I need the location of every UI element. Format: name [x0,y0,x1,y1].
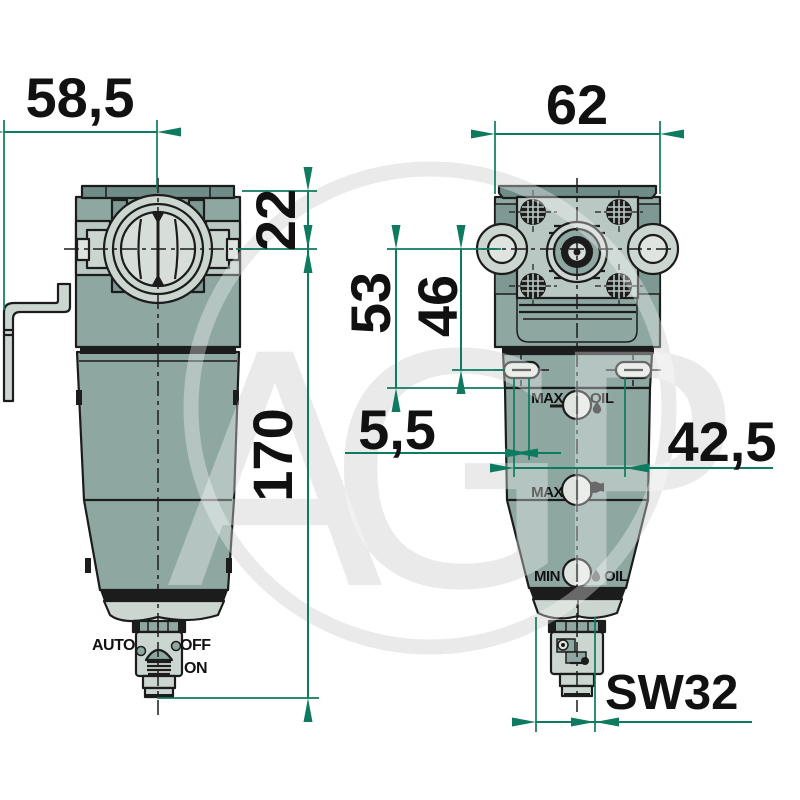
dim-text: SW32 [605,666,738,720]
drain-on-label: ON [184,660,207,677]
oil-drop-icon [592,401,602,414]
dim-text: 62 [546,73,608,136]
dimension-53: 53 [339,225,504,412]
drain-auto-label: AUTO [92,637,135,654]
dim-text: 46 [406,275,469,337]
oil-top-label: OIL [590,390,614,407]
mounting-bracket [2,282,72,403]
screw-icon [595,264,643,308]
screw-icon [509,190,557,234]
bowl-clip [226,558,232,573]
mounting-slot-right [606,354,661,386]
dimension-46: 46 [406,225,505,394]
side-view: AUTO OFF ON [2,178,252,716]
head-bowl-joint-front [502,347,654,354]
oil-bottom-label: OIL [604,568,628,585]
drain-off-label: OFF [180,637,211,654]
watermark-letter: G [326,289,574,661]
max-oil-label: MAX [531,390,563,407]
max-label: MAX [531,484,563,501]
drain-valve-side [134,630,184,699]
front-view: MAX OIL MAX MIN OIL [475,178,680,712]
min-label: MIN [534,568,560,585]
bowl-clip [76,390,82,405]
watermark-overlay: A G P [166,161,737,661]
dimension-22: 22 [236,167,317,273]
screw-icon [509,264,557,308]
dim-text: 22 [244,189,307,251]
dim-text: 42,5 [668,410,777,473]
bowl-clip [85,558,91,573]
oil-drop-icon [591,569,601,582]
dimension-5-5: 5,5 [345,378,561,477]
max-flag-icon [590,481,604,495]
dimension-sw32: SW32 [512,617,752,732]
screw-icon [595,190,643,234]
watermark-letter: P [544,289,737,661]
dim-text: 5,5 [358,398,436,461]
dim-text: 170 [241,408,304,501]
dimension-42-5: 42,5 [490,378,777,477]
watermark-circle [183,161,677,655]
dimension-62: 62 [471,73,684,194]
watermark-letter: A [166,289,386,661]
head-bowl-joint [80,347,236,354]
dimension-170: 170 [157,225,319,722]
dimension-58-5: 58,5 [0,66,181,310]
dim-text: 53 [339,272,402,334]
dim-text: 58,5 [26,66,135,129]
bowl-clip [233,390,239,405]
